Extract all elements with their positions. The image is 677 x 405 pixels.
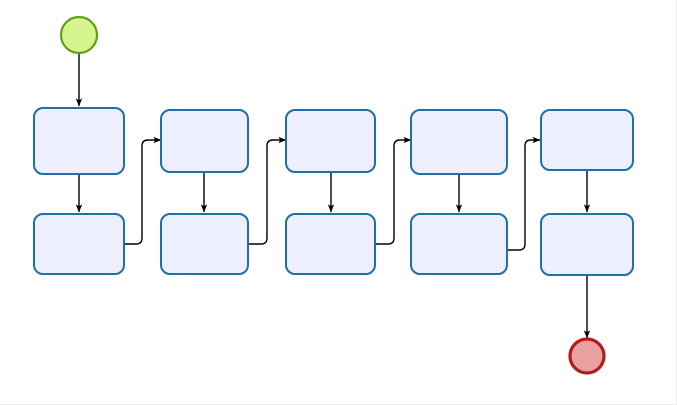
task-box[interactable] (33, 107, 125, 175)
edge-t6-to-t7 (375, 136, 412, 245)
end-event[interactable] (568, 337, 606, 375)
task-box[interactable] (410, 213, 508, 275)
task-box[interactable] (540, 213, 634, 276)
task-box[interactable] (285, 109, 376, 173)
task-box[interactable] (285, 213, 376, 275)
edge-t8-to-t9 (507, 136, 541, 251)
task-t2[interactable] (33, 213, 125, 275)
edge-t2-to-t3 (124, 136, 162, 245)
connectors-layer (75, 52, 591, 339)
task-box[interactable] (160, 213, 249, 275)
start-event-circle[interactable] (59, 15, 99, 55)
task-t5[interactable] (285, 109, 376, 173)
task-box[interactable] (33, 213, 125, 275)
task-box[interactable] (160, 109, 249, 173)
task-t1[interactable] (33, 107, 125, 175)
end-event-circle[interactable] (568, 337, 606, 375)
task-t8[interactable] (410, 213, 508, 275)
task-t9[interactable] (540, 109, 634, 171)
task-t6[interactable] (285, 213, 376, 275)
edge-t4-to-t5 (248, 136, 287, 245)
task-t4[interactable] (160, 213, 249, 275)
start-event[interactable] (59, 15, 99, 55)
task-box[interactable] (410, 109, 508, 175)
task-t10[interactable] (540, 213, 634, 276)
task-box[interactable] (540, 109, 634, 171)
task-t7[interactable] (410, 109, 508, 175)
task-t3[interactable] (160, 109, 249, 173)
